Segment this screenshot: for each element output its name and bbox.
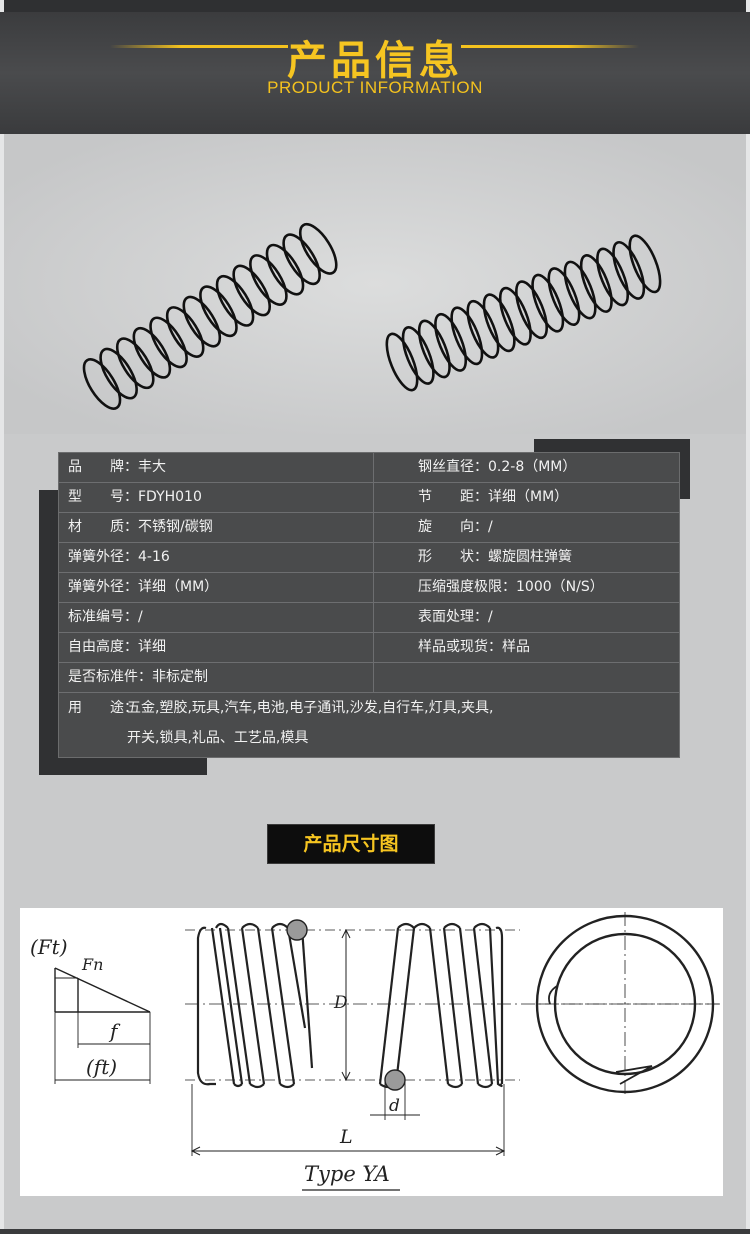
spring-coil: [199, 285, 238, 338]
spec-outer-diameter-detail: 弹簧外径：详细（MM）: [68, 579, 219, 595]
right-edge: [746, 0, 750, 1234]
spring-coil: [547, 267, 581, 326]
table-row: 标准编号：/ 表面处理：/: [59, 603, 679, 633]
spring-coil: [450, 306, 484, 366]
page-title: 产品信息: [287, 38, 463, 84]
spec-surface-treatment: 表面处理：/: [418, 609, 493, 625]
left-edge: [0, 0, 4, 1234]
spec-empty: [418, 663, 676, 692]
spring-coil: [149, 316, 188, 369]
spring-coil: [215, 274, 255, 327]
spec-standard-part: 是否标准件：非标定制: [68, 669, 208, 685]
size-diagram-title: 产品尺寸图: [267, 824, 435, 864]
spring-coil: [115, 337, 155, 390]
table-row: 型 号：FDYH010 节 距：详细（MM）: [59, 483, 679, 513]
label-outer-diameter: D: [333, 993, 348, 1013]
table-row: 自由高度：详细 样品或现货：样品: [59, 633, 679, 663]
spring-left: [82, 222, 338, 410]
spring-coil: [182, 295, 222, 348]
spring-coil: [82, 358, 122, 410]
spec-material: 材 质：不锈钢/碳钢: [68, 519, 213, 535]
spring-coil: [401, 326, 435, 385]
spring-coil: [165, 306, 205, 358]
spring-coil: [298, 222, 338, 275]
spring-coil: [434, 312, 468, 372]
diagram-caption: Type YA: [304, 1162, 390, 1186]
spec-model: 型 号：FDYH010: [68, 489, 202, 505]
table-row: 材 质：不锈钢/碳钢 旋 向：/: [59, 513, 679, 543]
spec-table: 品 牌：丰大 钢丝直径：0.2-8（MM） 型 号：FDYH010 节 距：详细…: [58, 452, 680, 758]
spec-outer-diameter: 弹簧外径：4-16: [68, 549, 170, 565]
table-row: 品 牌：丰大 钢丝直径：0.2-8（MM）: [59, 453, 679, 483]
top-bar: [0, 0, 750, 12]
label-ft-top: (Ft): [30, 935, 68, 959]
spring-coil: [531, 273, 565, 333]
spec-brand: 品 牌：丰大: [68, 459, 166, 475]
spring-coil: [579, 254, 613, 313]
spec-free-height: 自由高度：详细: [68, 639, 166, 655]
spec-shape: 形 状：螺旋圆柱弹簧: [418, 549, 572, 565]
bottom-bar: [0, 1229, 750, 1234]
spring-coil: [249, 254, 288, 306]
table-row: 是否标准件：非标定制: [59, 663, 679, 693]
spring-coil: [612, 240, 646, 300]
spec-direction: 旋 向：/: [418, 519, 493, 535]
header-banner: 产品信息 PRODUCT INFORMATION: [0, 12, 750, 134]
spring-coil: [417, 319, 451, 379]
page-subtitle: PRODUCT INFORMATION: [267, 78, 483, 97]
label-length: L: [339, 1126, 353, 1148]
header-line-right: [461, 45, 639, 48]
header-line-left: [110, 45, 288, 48]
spring-coil: [515, 280, 549, 340]
spring-coil: [466, 299, 500, 359]
spec-pitch: 节 距：详细（MM）: [418, 489, 569, 505]
spring-coil: [132, 326, 172, 379]
spec-divider: [373, 453, 374, 693]
table-row: 弹簧外径：详细（MM） 压缩强度极限：1000（N/S）: [59, 573, 679, 603]
dimension-diagram: (Ft) Fn f (ft) D d L Type YA: [20, 908, 723, 1196]
spring-coil: [232, 264, 271, 317]
spec-use-line-2: 开关,锁具,礼品、工艺品,模具: [127, 730, 309, 746]
label-wire-diameter: d: [389, 1096, 400, 1116]
spring-dimension-drawing: (Ft) Fn f (ft) D d L Type YA: [30, 912, 720, 1191]
spec-compression-limit: 压缩强度极限：1000（N/S）: [418, 579, 604, 595]
spec-wire-diameter: 钢丝直径：0.2-8（MM）: [418, 459, 577, 475]
spring-coil: [282, 233, 321, 286]
spring-coil: [563, 260, 597, 320]
spring-coil: [596, 247, 630, 307]
spec-use-line-1: 五金,塑胶,玩具,汽车,电池,电子通讯,沙发,自行车,灯具,夹具,: [127, 700, 494, 716]
table-row: 弹簧外径：4-16 形 状：螺旋圆柱弹簧: [59, 543, 679, 573]
spring-right: [385, 234, 662, 392]
product-photo: [4, 134, 746, 434]
label-fn: Fn: [81, 955, 103, 974]
spec-standard-number: 标准编号：/: [68, 609, 143, 625]
spec-use-label: 用 途：: [68, 700, 138, 716]
spring-coil: [385, 332, 419, 392]
spec-sample: 样品或现货：样品: [418, 639, 530, 655]
spring-coil: [265, 243, 305, 296]
label-ft-bottom: (ft): [86, 1055, 117, 1079]
spring-coil: [99, 347, 138, 400]
spring-coil: [482, 293, 516, 353]
spring-coil: [628, 234, 662, 294]
compression-spring-icon: [4, 134, 746, 434]
label-f: f: [108, 1019, 121, 1043]
spring-coil: [498, 286, 532, 346]
